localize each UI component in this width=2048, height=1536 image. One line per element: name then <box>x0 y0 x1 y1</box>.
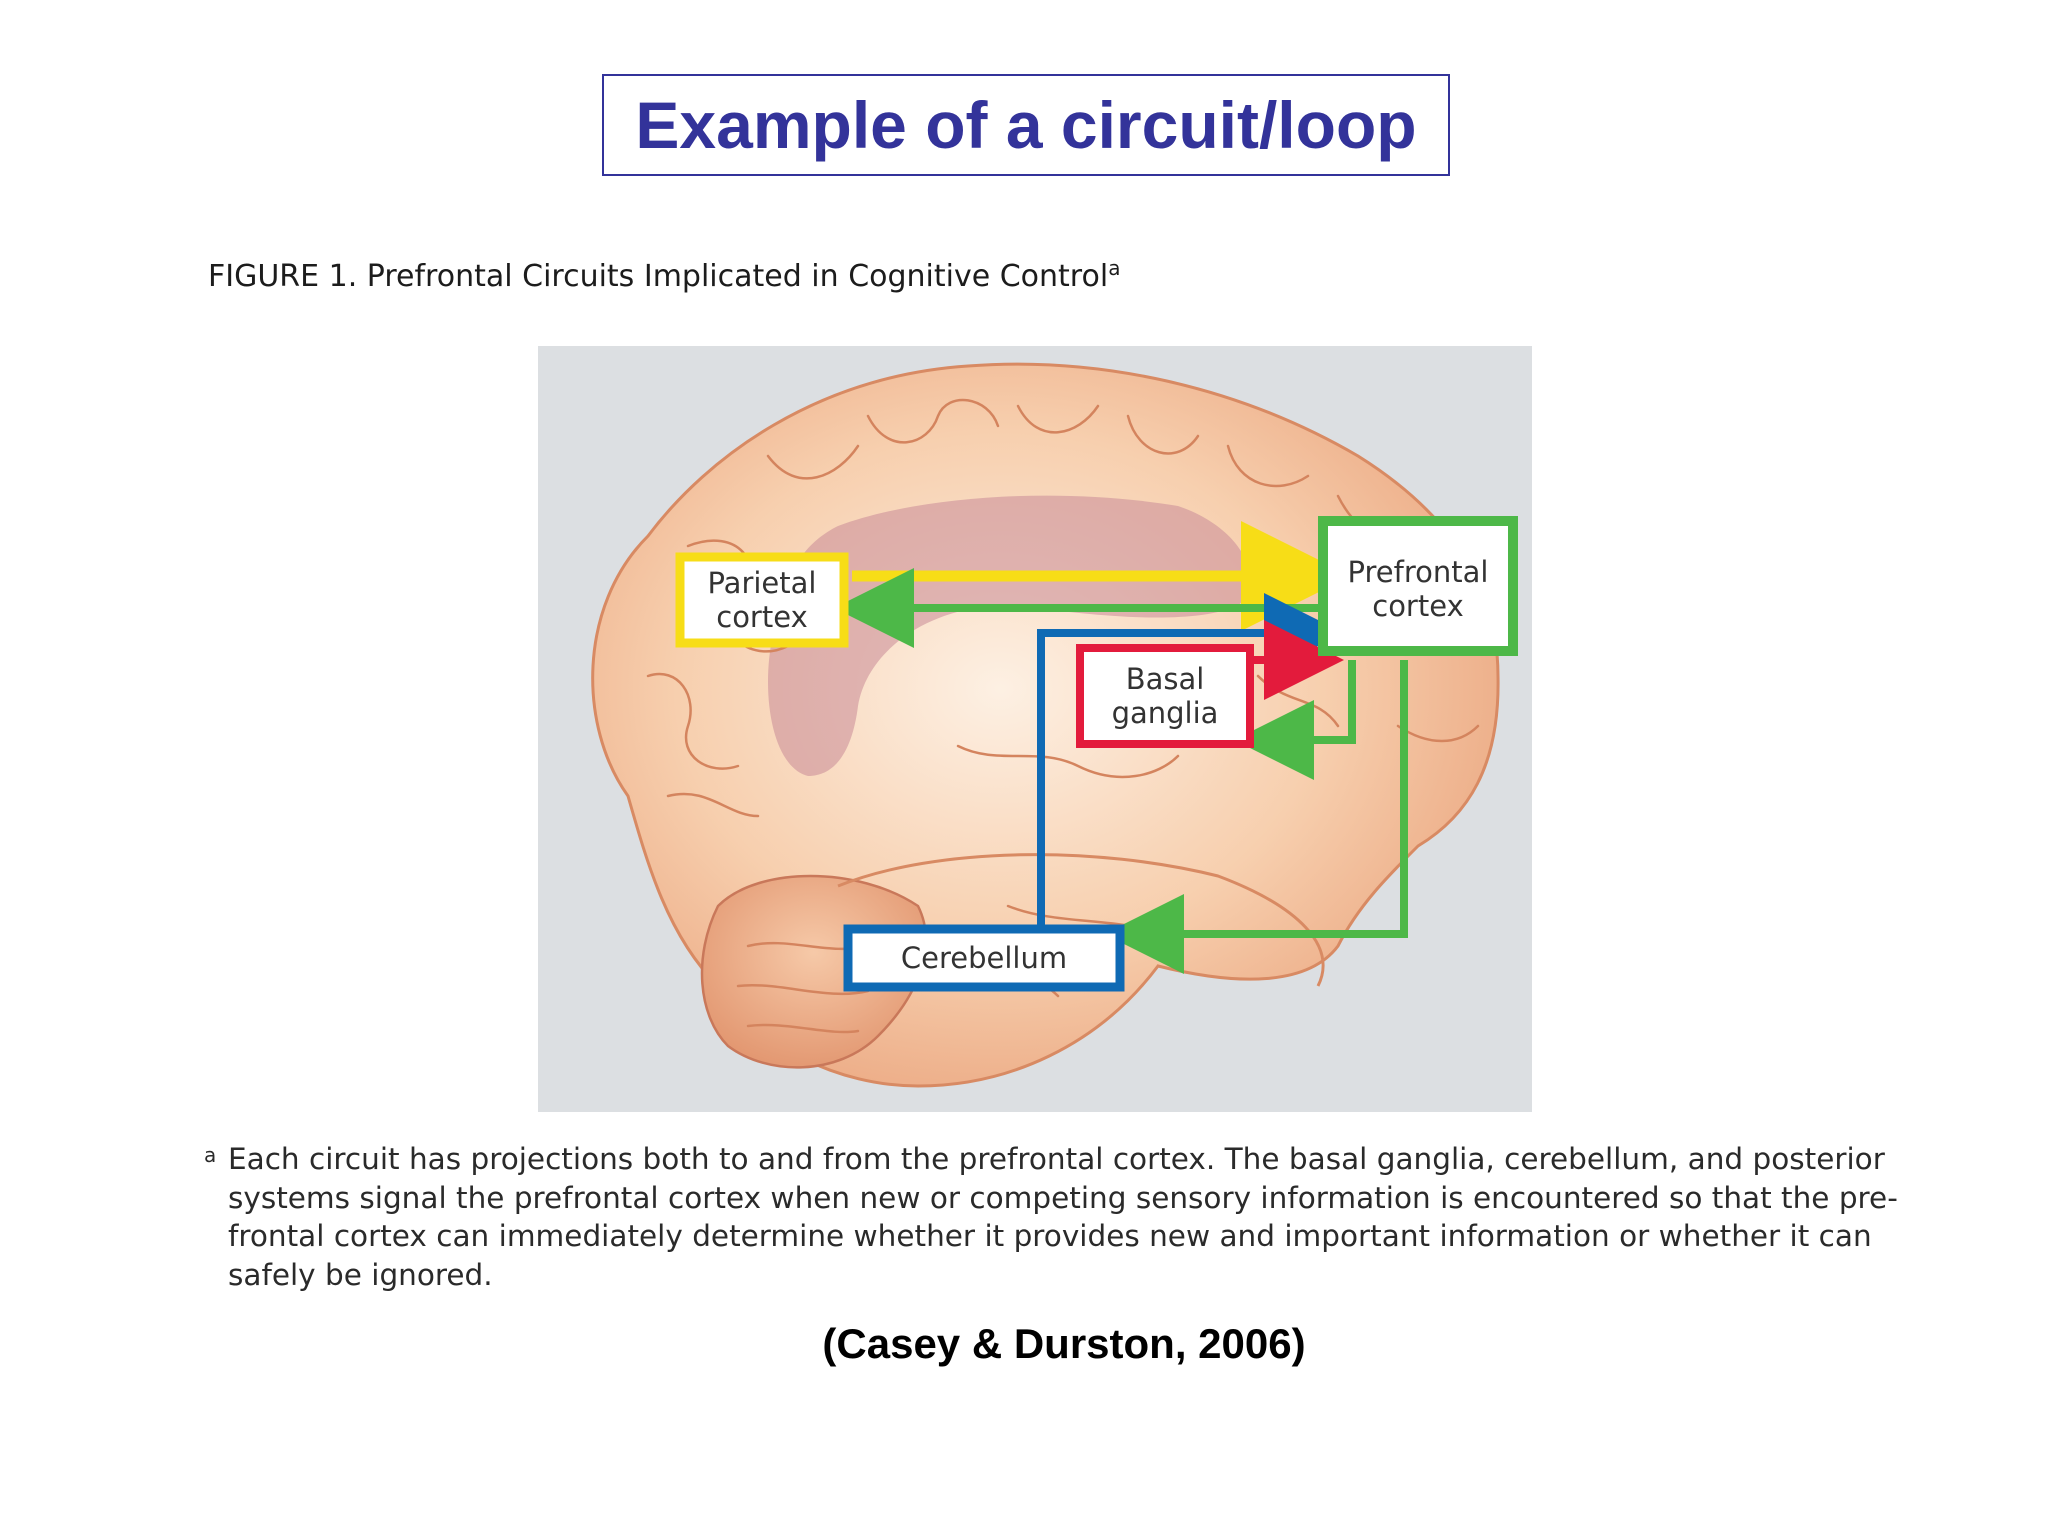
node-prefrontal-cortex: Prefrontal cortex <box>1318 516 1518 656</box>
cerebellum-label: Cerebellum <box>901 941 1067 975</box>
arrow-cerebellum-to-prefrontal <box>1037 593 1344 928</box>
slide-title: Example of a circuit/loop <box>602 74 1450 176</box>
node-basal-ganglia: Basal ganglia <box>1076 644 1254 748</box>
node-cerebellum: Cerebellum <box>843 924 1125 992</box>
node-parietal-cortex: Parietal cortex <box>675 552 849 648</box>
footnote-mark: a <box>204 1143 217 1167</box>
brain-circuit-diagram: Parietal cortex Prefrontal cortex Basal … <box>538 346 1532 1112</box>
prefrontal-label-line1: Prefrontal <box>1348 555 1489 589</box>
parietal-label-line2: cortex <box>716 600 807 634</box>
figure-caption: FIGURE 1. Prefrontal Circuits Implicated… <box>208 256 1120 294</box>
footnote-line: systems signal the prefrontal cortex whe… <box>228 1180 1898 1215</box>
parietal-label-line1: Parietal <box>708 566 817 600</box>
citation: (Casey & Durston, 2006) <box>822 1320 1306 1367</box>
figure-footnote: a Each circuit has projections both to a… <box>204 1140 1904 1294</box>
footnote-line: Each circuit has projections both to and… <box>228 1142 1885 1176</box>
basal-label-line2: ganglia <box>1112 696 1219 730</box>
circuit-arrows <box>834 521 1408 974</box>
footnote-line: frontal cortex can immediately determine… <box>228 1219 1872 1253</box>
arrow-prefrontal-to-basal <box>1234 660 1356 780</box>
figure-caption-text: FIGURE 1. Prefrontal Circuits Implicated… <box>208 259 1109 294</box>
prefrontal-label-line2: cortex <box>1372 589 1463 623</box>
arrow-prefrontal-to-cerebellum <box>1104 660 1408 974</box>
brain-circuit-figure: Parietal cortex Prefrontal cortex Basal … <box>538 346 1532 1112</box>
footnote-line: safely be ignored. <box>228 1257 493 1292</box>
basal-label-line1: Basal <box>1126 662 1205 696</box>
figure-caption-superscript: a <box>1108 256 1121 280</box>
